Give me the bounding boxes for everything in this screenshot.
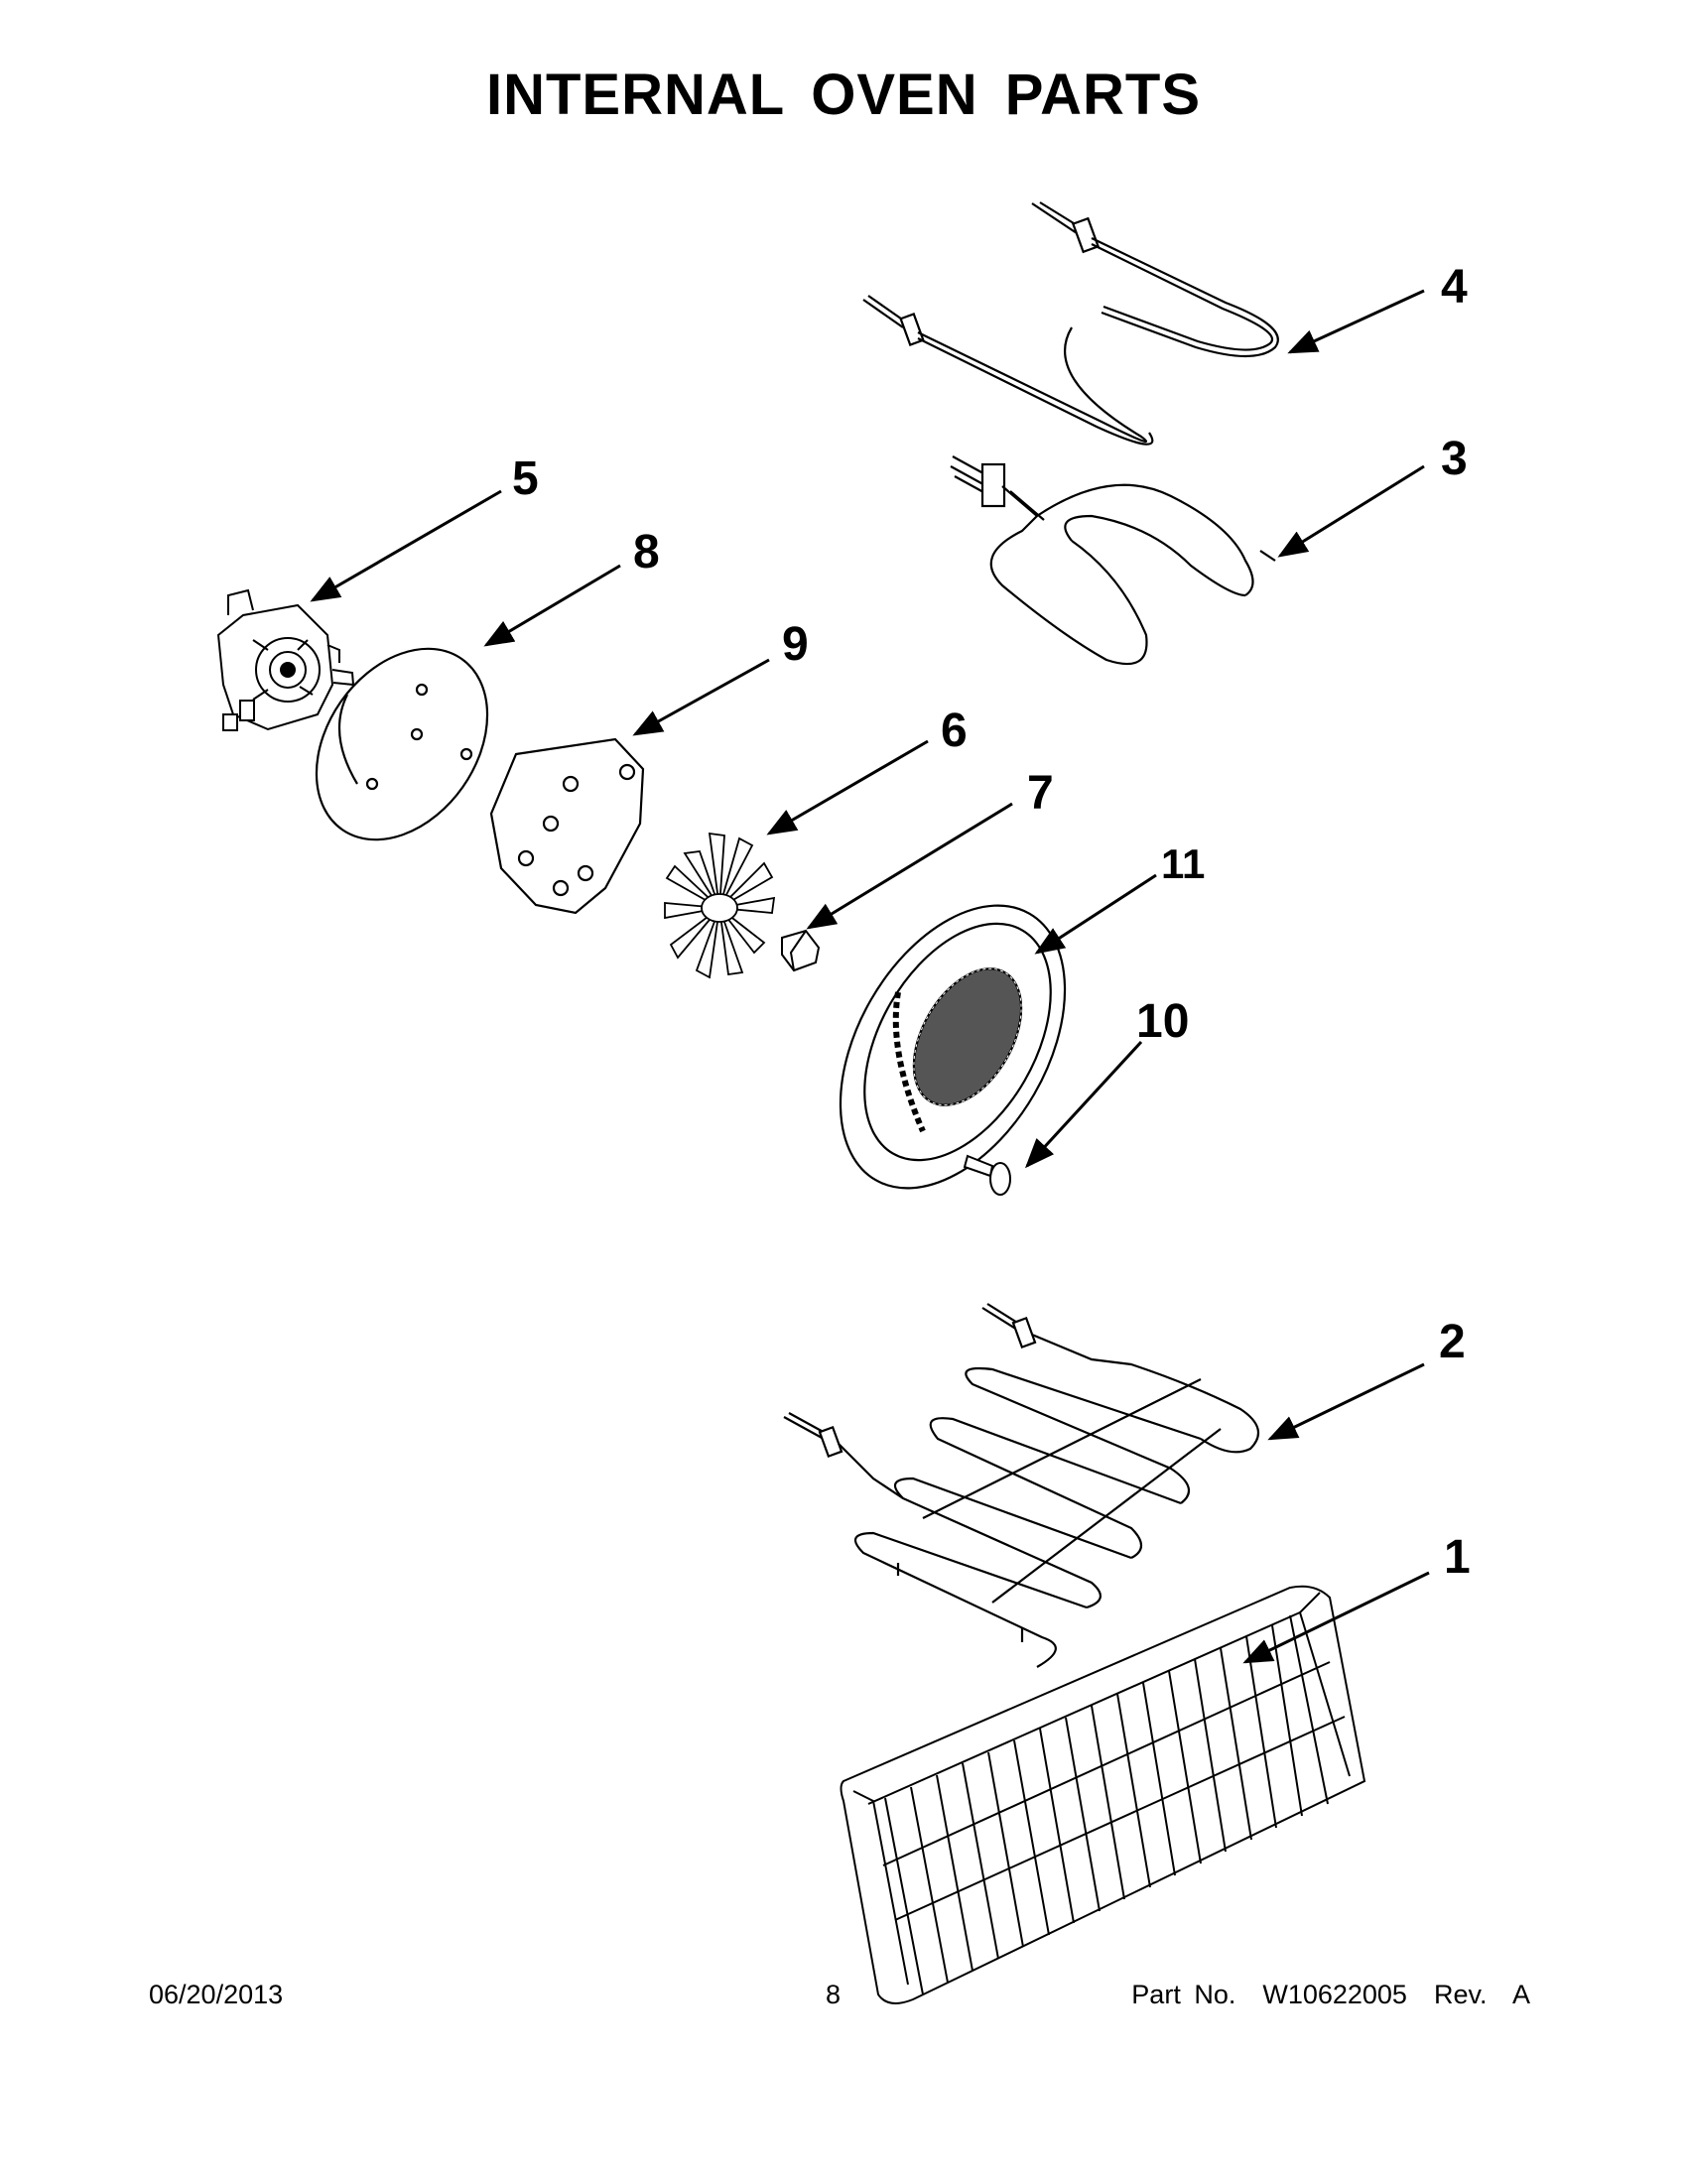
callout-3: 3 [1441,433,1468,485]
callout-labels: 4 3 5 8 9 6 7 11 10 2 1 [512,261,1471,1584]
callout-7: 7 [1027,767,1054,820]
leader-10 [1024,1040,1143,1169]
leader-9 [632,658,770,736]
part-8-baffle-disc [315,647,489,841]
part-10-screw [963,1154,1011,1196]
callout-5: 5 [512,452,539,505]
callout-8: 8 [633,526,660,578]
callout-leaders [310,289,1430,1664]
callout-4: 4 [1441,261,1468,314]
callout-9: 9 [782,618,809,671]
footer-date: 06/20/2013 [149,1980,284,2009]
leader-11 [1034,873,1157,955]
leader-7 [806,802,1013,930]
footer-part-number: Part No. W10622005 Rev. A [1131,1980,1530,2009]
part-6-fan-blade [664,832,776,979]
leader-5 [310,489,502,602]
part-11-fan-cover [839,904,1067,1190]
part-4-broil-element [862,201,1279,446]
leader-3 [1277,464,1425,558]
callout-1: 1 [1444,1531,1471,1584]
part-9-back-plate [489,737,645,915]
part-1-oven-rack [840,1585,1366,2004]
callout-10: 10 [1136,995,1189,1048]
part-7-fan-nut [781,929,821,972]
part-2-bottom-element [783,1303,1260,1668]
callout-11: 11 [1161,840,1205,887]
part-3-bake-element [950,455,1276,666]
callout-6: 6 [941,705,968,757]
leader-1 [1242,1571,1430,1664]
footer-page-number: 8 [826,1980,842,2009]
callout-2: 2 [1439,1316,1466,1368]
page-title: INTERNAL OVEN PARTS [485,63,1202,127]
leader-4 [1287,289,1425,354]
leader-2 [1267,1362,1425,1441]
leader-6 [766,739,929,835]
leader-8 [483,564,621,647]
part-5-fan-motor [216,588,355,731]
